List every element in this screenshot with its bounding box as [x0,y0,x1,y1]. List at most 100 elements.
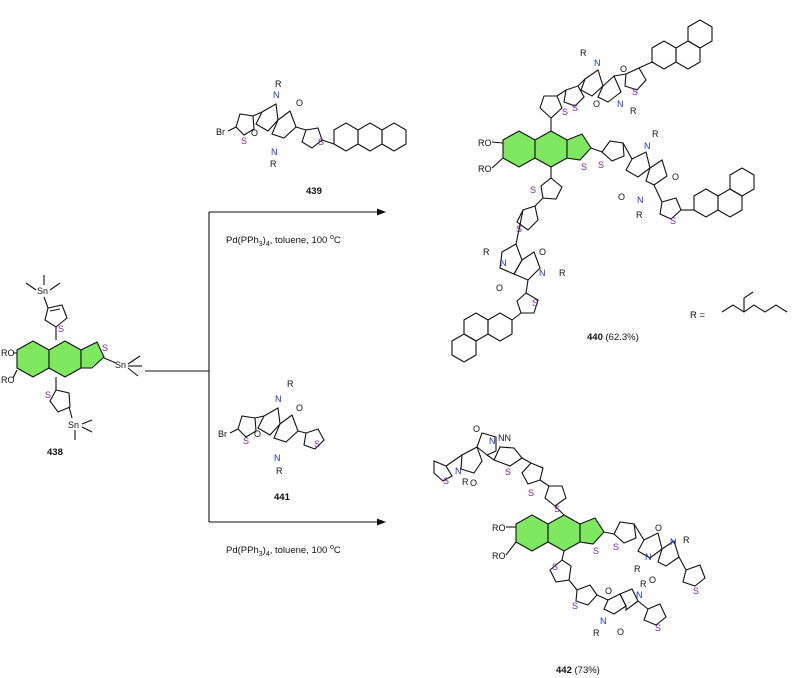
bond-line [254,415,265,419]
ring-shape [625,151,651,178]
bond-line [81,419,93,425]
s-label: S [314,439,320,449]
sn-top-label: Sn [37,286,48,296]
ring-shape [540,177,563,200]
sn-bottom-label: Sn [68,420,79,430]
tspan-element: C [334,545,341,556]
ring-shape [613,521,637,544]
r-label: R [559,268,566,278]
tspan-element: 440 [587,332,603,343]
n-label: N [489,436,496,446]
bond-line [554,505,565,516]
ring-shape [493,446,523,467]
bond-line [486,454,495,461]
r-label: R [276,466,283,476]
bond-line [590,147,603,153]
n-label: N [670,537,677,547]
tspan-element: 4 [266,241,270,248]
compound-442: S RO RO S S S N NN O O N R S S O N R [433,424,706,676]
o-label: O [605,586,612,596]
bond-line [539,479,550,487]
r-label: R [275,79,282,89]
ring-shape [237,415,257,438]
reaction-arrows [145,208,386,526]
n-label: N [274,453,281,463]
bond-line [638,61,653,69]
bond-line [511,312,522,321]
n-label: N [600,616,607,626]
compound-439-label: 439 [306,186,322,197]
tspan-element: , toluene, 100 [270,235,330,246]
ring-shape [597,75,622,103]
bond-line [127,355,141,365]
s-label: S [243,436,249,446]
ro-label: RO [492,551,506,561]
tspan-element: , toluene, 100 [270,545,330,556]
ring-shape [460,446,483,474]
ring-shape [717,188,743,218]
bond-line [81,426,93,433]
tspan-element: 3 [259,241,263,248]
r-definition: R = [690,291,788,321]
bond-line [321,139,335,145]
tspan-element: o [330,544,334,551]
s-label: S [554,504,560,514]
s-label: S [613,542,619,552]
bond-line [577,78,586,87]
ring-shape [487,312,513,342]
s-label: S [632,87,638,97]
r-label: R [593,628,600,638]
bond-line [743,291,754,312]
s-label: S [58,324,64,334]
ring-shape [516,292,539,314]
o-label: O [649,575,656,585]
conditions-bottom: Pd(PPh3)4, toluene, 100 oC [226,544,341,558]
ring-shape [48,340,82,378]
r-label: R [652,129,659,139]
ring-shape [273,414,299,443]
bond-line [43,296,49,309]
s-label: S [598,160,604,170]
bond-line [127,367,139,377]
ring-shape [603,593,627,615]
bond-line [25,282,37,291]
sn-right-label: Sn [115,360,126,370]
ring-shape [544,485,567,507]
tspan-element: (73%) [575,665,600,676]
ring-shape [575,584,598,606]
o-label: O [254,429,261,439]
r-label: R [287,379,294,389]
ring-shape [271,110,297,139]
compound-439: Br S N R O O N R S 439 [216,79,407,197]
o-label: O [539,247,546,257]
s-label: S [443,476,449,486]
r-label: R [462,477,469,487]
n-label: N [594,58,601,68]
ro-label: RO [1,348,15,358]
bond-line [603,531,615,535]
tspan-element: 3 [259,551,263,558]
n-label: N [617,99,624,109]
ring-shape [637,532,663,559]
bond-line [568,579,578,591]
n-label: N [500,258,507,268]
ring-shape [657,540,680,567]
ring-shape [257,407,281,436]
ring-shape [255,103,279,132]
bond-line [103,357,117,364]
ring-shape [377,208,386,216]
s-label: S [530,185,536,195]
s-label: S [45,390,51,400]
bond-line [505,541,517,556]
bond-line [521,457,532,464]
ring-shape [643,603,667,626]
o-label: O [617,627,624,637]
ring-shape [433,460,453,482]
bond-line [637,600,649,610]
bond-line [525,279,529,294]
ring-shape [381,122,407,152]
bond-line [613,73,627,77]
o-label: O [672,172,679,182]
ring-shape [516,205,539,231]
